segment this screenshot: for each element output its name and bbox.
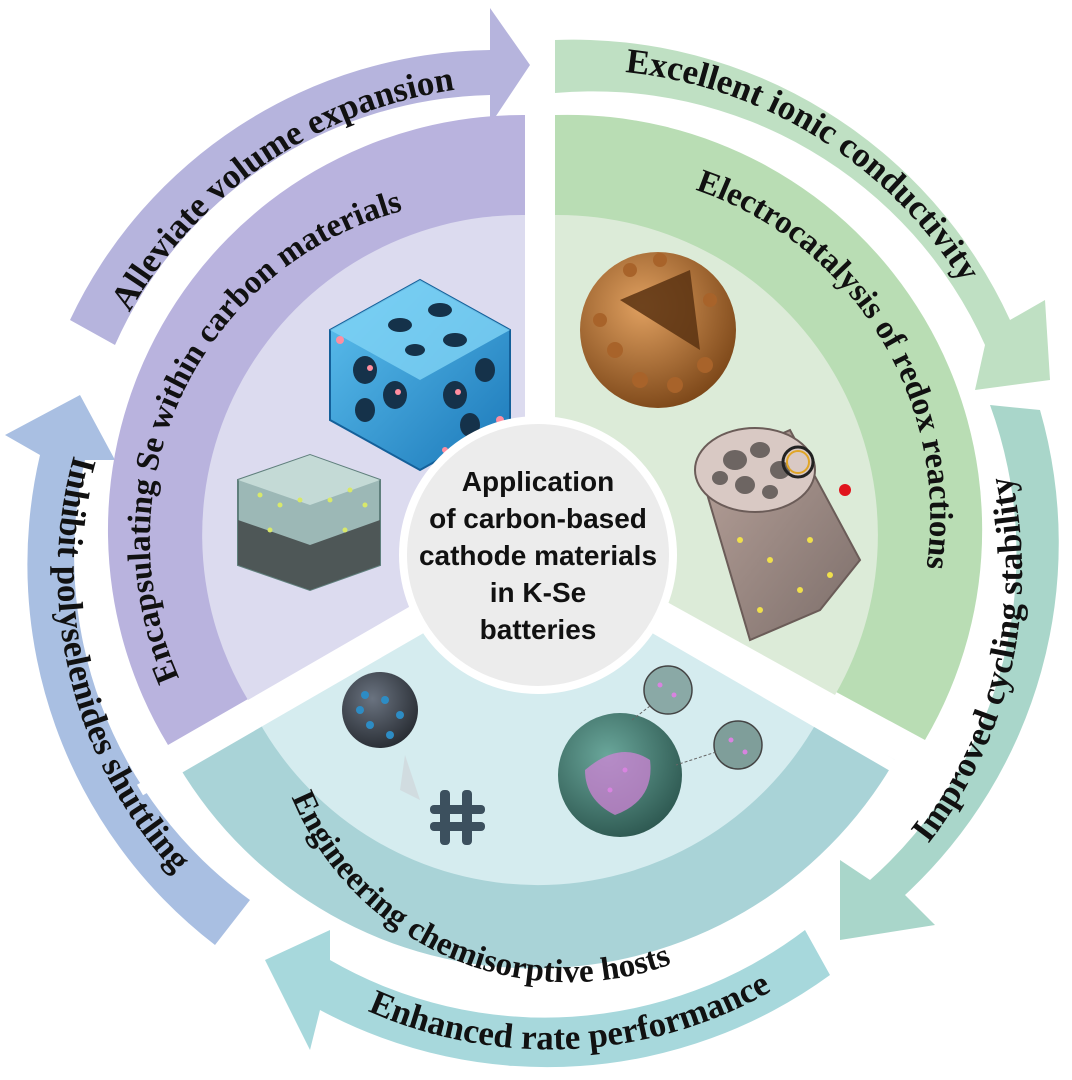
mesoporous-particle-illustration bbox=[342, 672, 420, 800]
center-title-line: of carbon-based bbox=[429, 503, 647, 534]
porous-carbon-block-illustration bbox=[329, 278, 511, 472]
center-title-line: cathode materials bbox=[419, 540, 657, 571]
center-circle bbox=[399, 416, 677, 694]
hollow-sphere-illustration bbox=[580, 252, 736, 408]
arrow-top-left-shape bbox=[70, 8, 530, 345]
center-title-line: in K-Se bbox=[490, 577, 586, 608]
center-hub: Application of carbon-based cathode materi… bbox=[399, 416, 677, 694]
arrow-top-right-shape bbox=[555, 39, 1050, 391]
carbon-nanofiber-illustration bbox=[694, 427, 862, 642]
hash-framework-illustration bbox=[430, 790, 485, 845]
arrow-bottom-shape bbox=[265, 930, 830, 1068]
center-title-line: Application bbox=[462, 466, 614, 497]
arrow-right-shape bbox=[840, 405, 1059, 940]
arrow-left-shape bbox=[5, 395, 250, 945]
core-shell-sphere-illustration bbox=[558, 665, 763, 837]
center-title: Application of carbon-based cathode materi… bbox=[419, 466, 657, 645]
porous-carbon-cube-illustration bbox=[237, 453, 381, 592]
center-title-line: batteries bbox=[480, 614, 597, 645]
